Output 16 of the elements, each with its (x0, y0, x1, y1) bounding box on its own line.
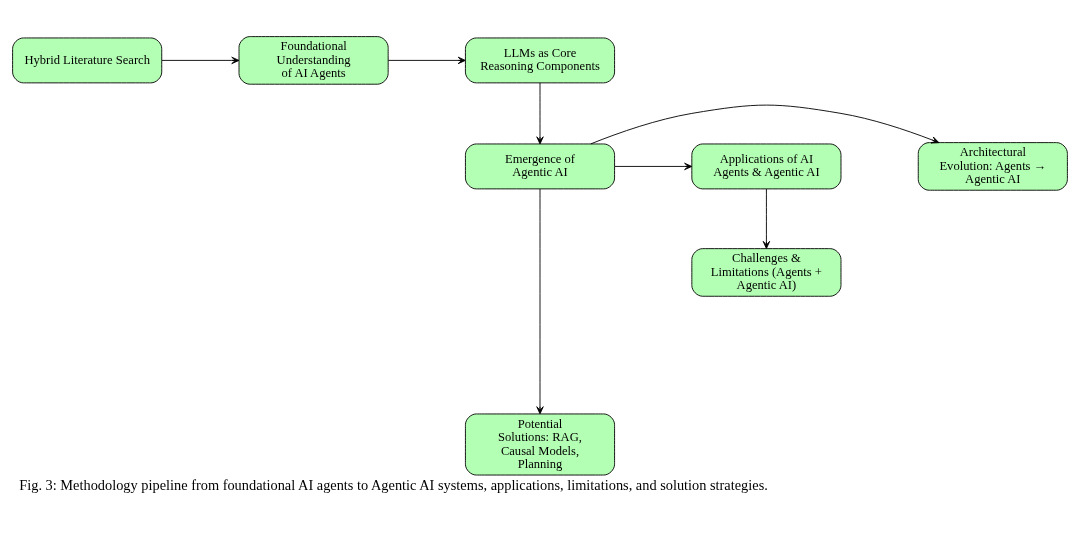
node-box: Hybrid Literature Search (12, 37, 163, 83)
node-box: LLMs as Core Reasoning Components (465, 37, 616, 83)
node-box: Potential Solutions: RAG, Causal Models, Planning (465, 413, 616, 475)
node-box: Applications of AI Agents & Agentic AI (691, 143, 842, 189)
arrow (590, 104, 940, 144)
arrow (161, 56, 240, 64)
node-box: Architectural Evolution: Agents → Agentic AI (917, 141, 1068, 191)
node-box: Foundational Understanding of AI Agents (238, 35, 389, 85)
arrow (536, 188, 544, 414)
arrow (762, 187, 771, 249)
node-box: Challenges & Limitations (Agents + Agentic AI) (691, 247, 842, 297)
arrow (614, 162, 693, 170)
caption: Fig. 3: Methodology pipeline from foundational AI agents to Agentic AI systems, applications, limitations, and solution strategies. (19, 476, 768, 493)
node-box: Emergence of Agentic AI (465, 143, 616, 189)
arrow (536, 81, 544, 144)
arrow (387, 56, 466, 64)
